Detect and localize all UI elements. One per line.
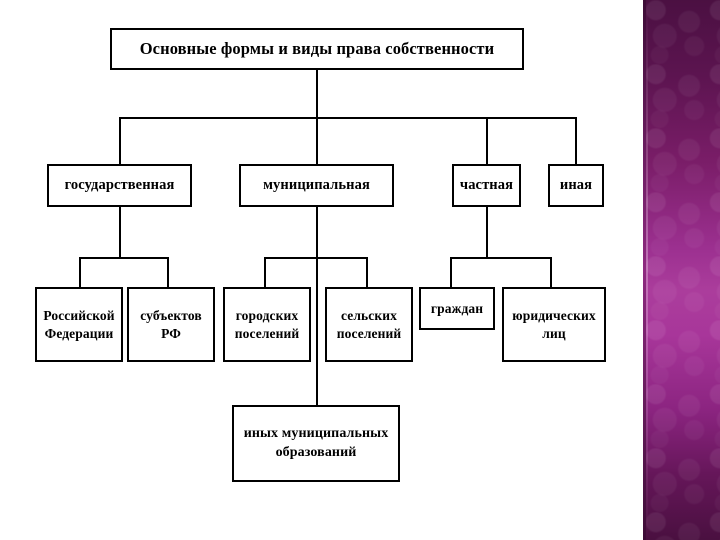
connector-to-inaya xyxy=(575,117,577,165)
connector-chast-bus xyxy=(450,257,552,259)
node-rossiyskoy-federatsii-label: Российской Федерации xyxy=(43,307,114,342)
connector-level2-bus xyxy=(119,117,577,119)
node-selskih-poseleniy[interactable]: сельских поселений xyxy=(325,287,413,362)
node-gorod-line2: поселений xyxy=(234,325,300,341)
node-gorodskih-poseleniy-label: городских поселений xyxy=(235,307,299,342)
node-grazhdan-label: граждан xyxy=(430,300,484,316)
node-chastnaya[interactable]: частная xyxy=(452,164,521,207)
connector-chast-to-grazh xyxy=(450,257,452,288)
node-municipalnaya[interactable]: муниципальная xyxy=(239,164,394,207)
node-jurlic-line2: лиц xyxy=(542,325,566,341)
node-subj-line1: субъектов xyxy=(140,307,202,323)
node-gosudarstvennaya-label: государственная xyxy=(64,177,175,194)
purple-gradient-panel xyxy=(643,0,720,540)
node-inyh-municipalnyh-obrazovaniy-label: иных муниципальных образований xyxy=(244,425,389,461)
node-rf-line2: Федерации xyxy=(44,325,114,341)
node-selo-line1: сельских xyxy=(341,307,397,323)
connector-mun-to-selo xyxy=(366,257,368,288)
connector-chast-stem xyxy=(486,206,488,258)
node-inyh-line1: иных муниципальных xyxy=(243,426,389,442)
node-root-label: Основные формы и виды права собственност… xyxy=(139,39,495,59)
panel-texture-overlay xyxy=(643,0,720,540)
connector-to-chast xyxy=(486,117,488,165)
connector-mun-to-inyh xyxy=(316,257,318,406)
connector-to-gos xyxy=(119,117,121,165)
connector-gos-to-subj xyxy=(167,257,169,288)
connector-to-mun xyxy=(316,117,318,165)
node-chastnaya-label: частная xyxy=(459,177,514,194)
connector-mun-stem xyxy=(316,206,318,258)
panel-gradient-fill xyxy=(643,0,720,540)
panel-left-edge xyxy=(643,0,646,540)
node-selo-line2: поселений xyxy=(336,325,402,341)
connector-gos-stem xyxy=(119,206,121,258)
node-inaya-label: иная xyxy=(559,177,593,194)
node-root[interactable]: Основные формы и виды права собственност… xyxy=(110,28,524,70)
node-inyh-municipalnyh-obrazovaniy[interactable]: иных муниципальных образований xyxy=(232,405,400,482)
node-gorodskih-poseleniy[interactable]: городских поселений xyxy=(223,287,311,362)
node-inyh-line2: образований xyxy=(275,444,357,460)
node-juridicheskih-lits-label: юридических лиц xyxy=(512,307,595,342)
connector-mun-to-gorod xyxy=(264,257,266,288)
node-subjektov-rf[interactable]: субъектов РФ xyxy=(127,287,215,362)
node-selskih-poseleniy-label: сельских поселений xyxy=(337,307,401,342)
node-gosudarstvennaya[interactable]: государственная xyxy=(47,164,192,207)
node-inaya[interactable]: иная xyxy=(548,164,604,207)
node-subj-line2: РФ xyxy=(161,325,181,341)
node-gorod-line1: городских xyxy=(235,307,299,323)
node-subjektov-rf-label: субъектов РФ xyxy=(140,307,202,342)
node-juridicheskih-lits[interactable]: юридических лиц xyxy=(502,287,606,362)
node-grazhdan[interactable]: граждан xyxy=(419,287,495,330)
connector-root-stem xyxy=(316,70,318,118)
node-rf-line1: Российской xyxy=(43,307,115,323)
connector-gos-to-rf xyxy=(79,257,81,288)
node-rossiyskoy-federatsii[interactable]: Российской Федерации xyxy=(35,287,123,362)
ownership-forms-tree-diagram: Основные формы и виды права собственност… xyxy=(35,28,606,482)
connector-gos-bus xyxy=(79,257,169,259)
connector-chast-to-jur xyxy=(550,257,552,288)
node-jurlic-line1: юридических xyxy=(512,307,596,323)
node-municipalnaya-label: муниципальная xyxy=(263,177,370,194)
panel-left-highlight xyxy=(646,0,648,540)
